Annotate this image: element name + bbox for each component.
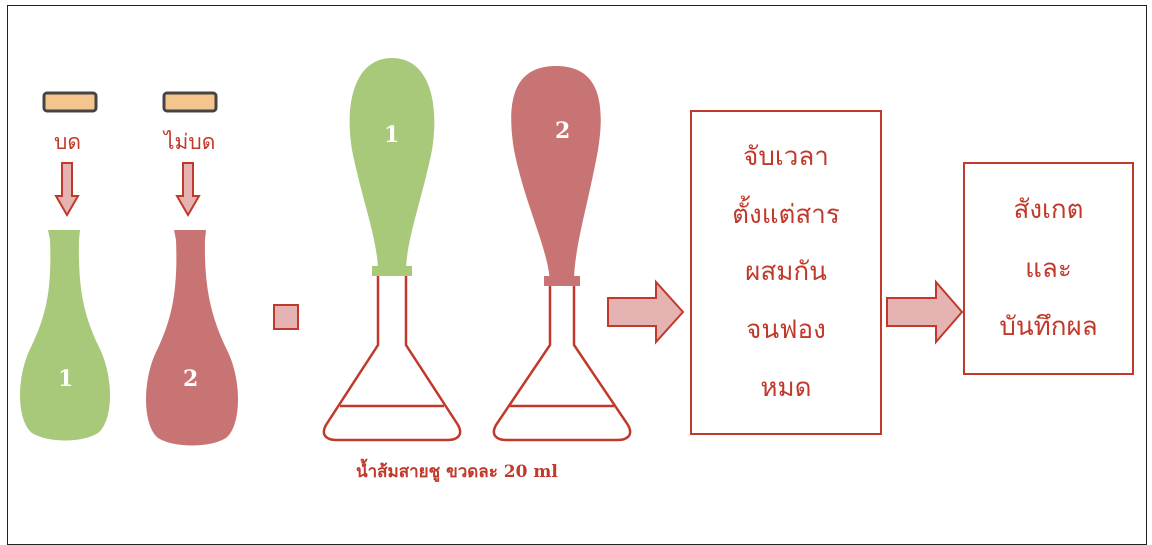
flask-2-with-balloon [492,66,632,442]
box2-line-2: และ [1025,253,1072,284]
down-arrow-icon [175,162,201,217]
right-arrow-icon [886,279,964,345]
bottle-2-number: 2 [183,366,199,392]
box2-line-3: บันทึกผล [999,312,1098,343]
box1-line-4: จนฟอง [746,315,826,346]
vinegar-label: น้ำส้มสายชู ขวดละ 20 ml [356,462,558,482]
bottle-1-number: 1 [58,366,74,392]
box1-line-2: ตั้งแต่สาร [732,199,840,230]
tablet-whole-icon [162,91,218,113]
plus-sign [273,304,299,330]
box1-line-1: จับเวลา [743,141,829,172]
label-not-crushed: ไม่บด [164,130,216,154]
balloon-1-number: 1 [384,122,400,148]
step-box-observe: สังเกต และ บันทึกผล [963,162,1134,375]
flask-1-with-balloon [322,58,462,442]
down-arrow-icon [54,162,80,217]
box1-line-3: ผสมกัน [745,257,827,288]
balloon-2-number: 2 [555,118,571,144]
label-crushed: บด [54,130,81,154]
tablet-crushed-icon [42,91,98,113]
step-box-timing: จับเวลา ตั้งแต่สาร ผสมกัน จนฟอง หมด [690,110,882,435]
box1-line-5: หมด [760,373,812,404]
bottle-1-green [20,230,110,441]
box2-line-1: สังเกต [1013,194,1084,225]
right-arrow-icon [607,279,685,345]
bottle-2-pink [146,230,238,446]
